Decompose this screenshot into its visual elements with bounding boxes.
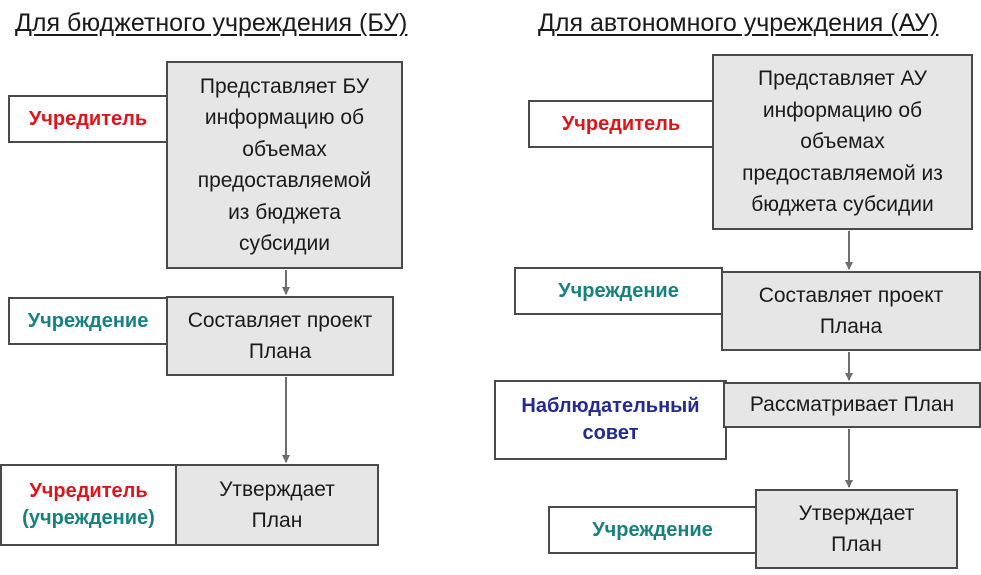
left-institution-text: Учреждение — [27, 309, 149, 332]
right-drafts-plan-text: Составляет проект Плана — [758, 283, 944, 339]
left-institution-in-parens-line: (учреждение) — [22, 507, 155, 529]
right-institution-final-text: Учреждение — [592, 518, 713, 541]
left-founder-line: Учредитель — [29, 480, 148, 502]
left-founder-label: Учредитель — [8, 95, 168, 143]
left-presents-subsidy-info-text: Представляет БУ информацию об объемах пр… — [197, 74, 372, 256]
right-supervisory-board-text: Наблюдательный совет — [521, 395, 700, 444]
left-column-title: Для бюджетного учреждения (БУ) — [15, 9, 408, 37]
left-drafts-plan-text: Составляет проект Плана — [187, 308, 373, 364]
right-presents-subsidy-info-box: Представляет АУ информацию об объемах пр… — [712, 54, 973, 230]
right-reviews-plan-text: Рассматривает План — [749, 393, 955, 417]
left-drafts-plan-box: Составляет проект Плана — [166, 296, 394, 376]
right-approves-plan-box: Утверждает План — [755, 489, 958, 569]
left-approves-plan-text: Утверждает План — [219, 477, 335, 533]
left-founder-text: Учредитель — [28, 107, 148, 130]
right-presents-subsidy-info-text: Представляет АУ информацию об объемах пр… — [742, 67, 943, 217]
right-approves-plan-text: Утверждает План — [798, 501, 915, 557]
right-institution-final-label: Учреждение — [548, 506, 757, 554]
right-founder-text: Учредитель — [561, 112, 681, 135]
right-reviews-plan-box: Рассматривает План — [723, 382, 981, 428]
right-institution-text: Учреждение — [558, 279, 679, 302]
right-founder-label: Учредитель — [528, 100, 714, 148]
left-founder-institution-label: Учредитель (учреждение) — [0, 464, 177, 546]
left-institution-label: Учреждение — [8, 297, 168, 345]
right-drafts-plan-box: Составляет проект Плана — [721, 271, 981, 351]
right-institution-label: Учреждение — [514, 267, 723, 315]
right-supervisory-board-label: Наблюдательный совет — [494, 380, 727, 460]
right-column-title: Для автономного учреждения (АУ) — [538, 9, 939, 37]
left-presents-subsidy-info-box: Представляет БУ информацию об объемах пр… — [166, 61, 403, 269]
left-approves-plan-box: Утверждает План — [175, 464, 379, 546]
